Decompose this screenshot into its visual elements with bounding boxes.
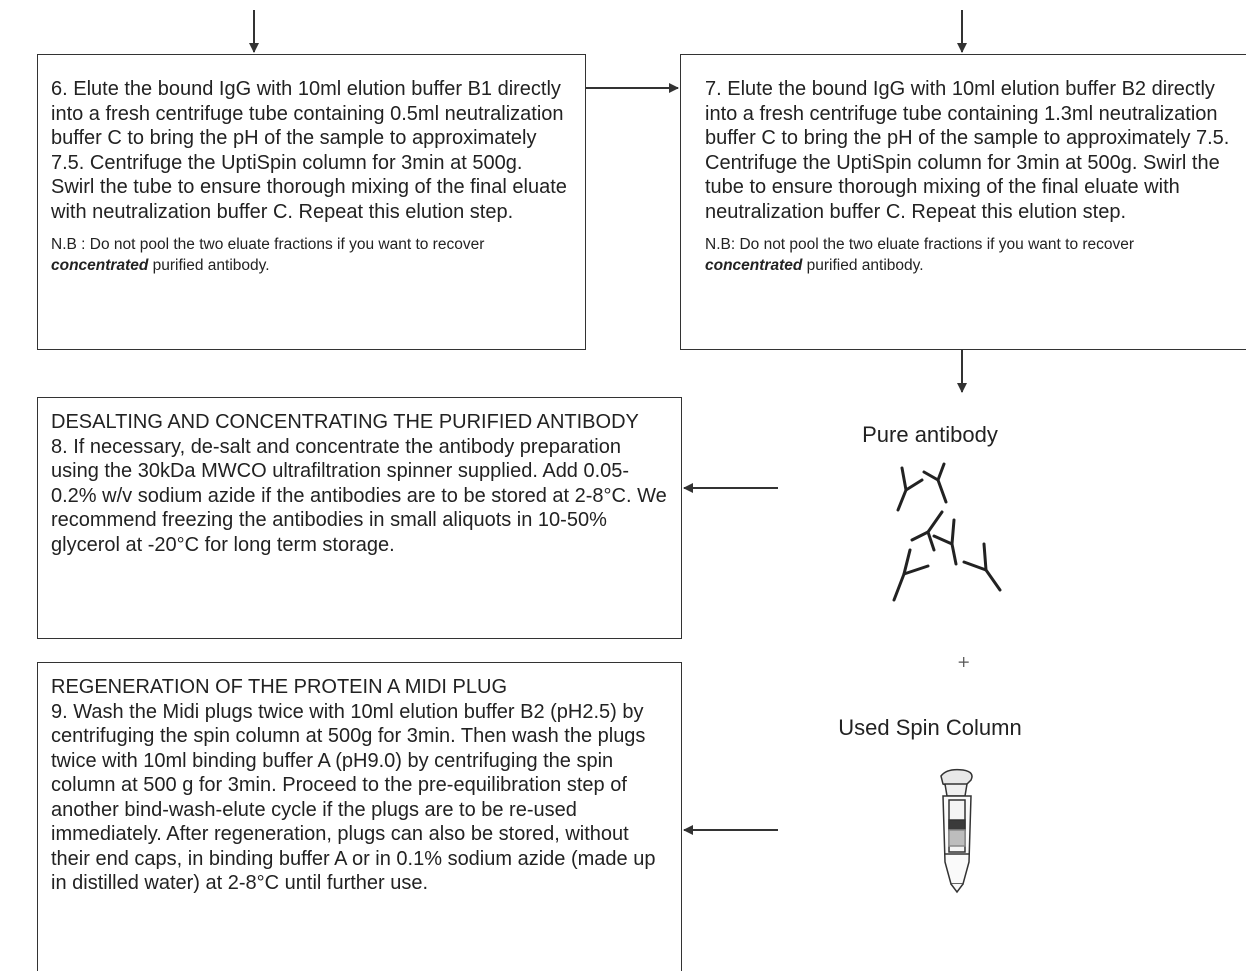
step7-note-suffix: purified antibody. [802, 257, 924, 274]
step6-text: 6. Elute the bound IgG with 10ml elution… [51, 78, 567, 223]
step6-note-emphasis: concentrated [51, 257, 149, 274]
step7-text: 7. Elute the bound IgG with 10ml elution… [705, 78, 1230, 223]
plus-sign: + [957, 652, 971, 671]
step6-box: 6. Elute the bound IgG with 10ml elution… [37, 54, 586, 350]
step9-text: 9. Wash the Midi plugs twice with 10ml e… [51, 700, 656, 895]
step7-note-prefix: N.B: Do not pool the two eluate fraction… [705, 236, 1135, 253]
step9-box: REGENERATION OF THE PROTEIN A MIDI PLUG … [37, 662, 682, 971]
step8-box: DESALTING AND CONCENTRATING THE PURIFIED… [37, 397, 682, 639]
step7-note: N.B: Do not pool the two eluate fraction… [705, 234, 1232, 276]
used-spin-column-label: Used Spin Column [838, 715, 1022, 740]
step9-heading: REGENERATION OF THE PROTEIN A MIDI PLUG [51, 676, 507, 698]
pure-antibody-label: Pure antibody [862, 422, 998, 447]
step7-note-emphasis: concentrated [705, 257, 803, 274]
step8-text: 8. If necessary, de-salt and concentrate… [51, 435, 667, 556]
antibody-icon [892, 462, 1002, 602]
step6-note-prefix: N.B : Do not pool the two eluate fractio… [51, 236, 485, 253]
step7-box: 7. Elute the bound IgG with 10ml elution… [680, 54, 1246, 350]
spin-column-icon [940, 768, 973, 894]
step6-note-suffix: purified antibody. [148, 257, 270, 274]
step6-note: N.B : Do not pool the two eluate fractio… [51, 234, 571, 276]
step8-heading: DESALTING AND CONCENTRATING THE PURIFIED… [51, 411, 639, 433]
